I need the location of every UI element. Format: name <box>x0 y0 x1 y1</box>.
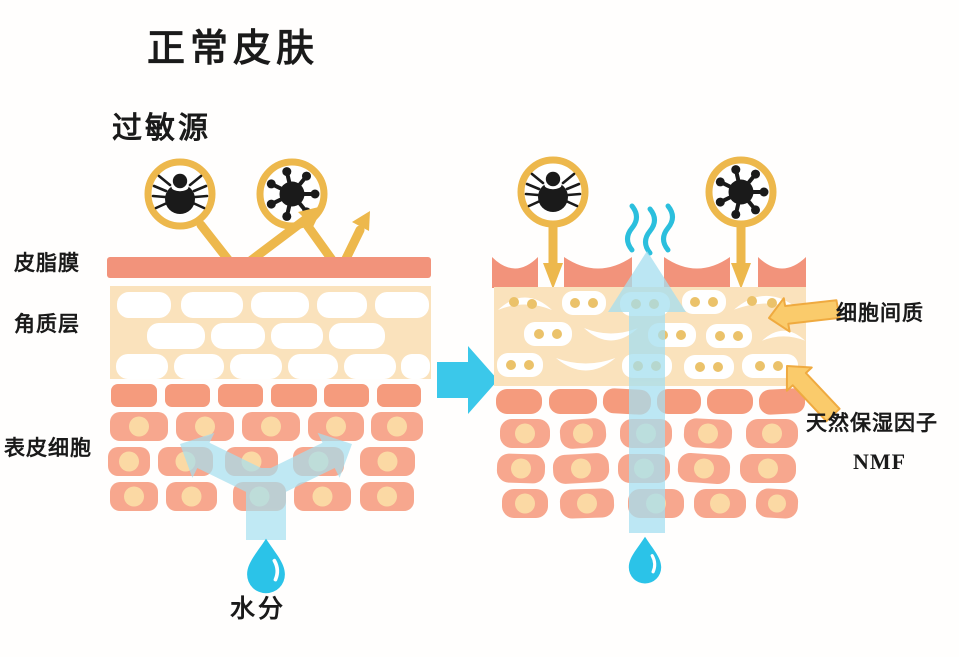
microbe-allergen-icon <box>705 156 777 228</box>
water-droplet-icon <box>627 535 663 586</box>
stratum-corneum-label: 角质层 <box>14 312 80 336</box>
water-loss-up-arrow <box>608 251 686 533</box>
transition-right-arrow <box>437 346 498 414</box>
sebum-film-layer <box>107 257 431 278</box>
left-normal-skin-diagram <box>107 158 431 596</box>
intercellular-matrix-arrow <box>768 297 841 333</box>
allergen-penetrate-arrow <box>543 220 563 289</box>
nmf-cn-label: 天然保湿因子 <box>806 411 938 435</box>
stratum-corneum-layer <box>110 286 431 379</box>
right-damaged-skin-diagram <box>492 156 841 586</box>
nmf-en-label: NMF <box>853 449 907 474</box>
broken-sebum-film-layer <box>492 257 806 288</box>
water-spread-arrow <box>180 432 352 540</box>
evaporation-waves-icon <box>625 203 675 256</box>
sebum-film-label: 皮脂膜 <box>14 251 80 275</box>
epidermal-cells-label: 表皮细胞 <box>4 436 92 460</box>
mite-allergen-icon <box>517 156 589 228</box>
intercellular-matrix-label: 细胞间质 <box>836 301 924 325</box>
mite-allergen-icon <box>144 158 216 230</box>
corneum-cells <box>116 292 430 379</box>
allergen-label: 过敏源 <box>112 111 211 146</box>
allergen-penetrate-arrow <box>731 220 751 289</box>
water-label: 水分 <box>230 594 287 623</box>
page-title: 正常皮肤 <box>147 26 320 70</box>
water-droplet-icon <box>245 536 287 596</box>
nmf-arrow <box>785 365 841 423</box>
